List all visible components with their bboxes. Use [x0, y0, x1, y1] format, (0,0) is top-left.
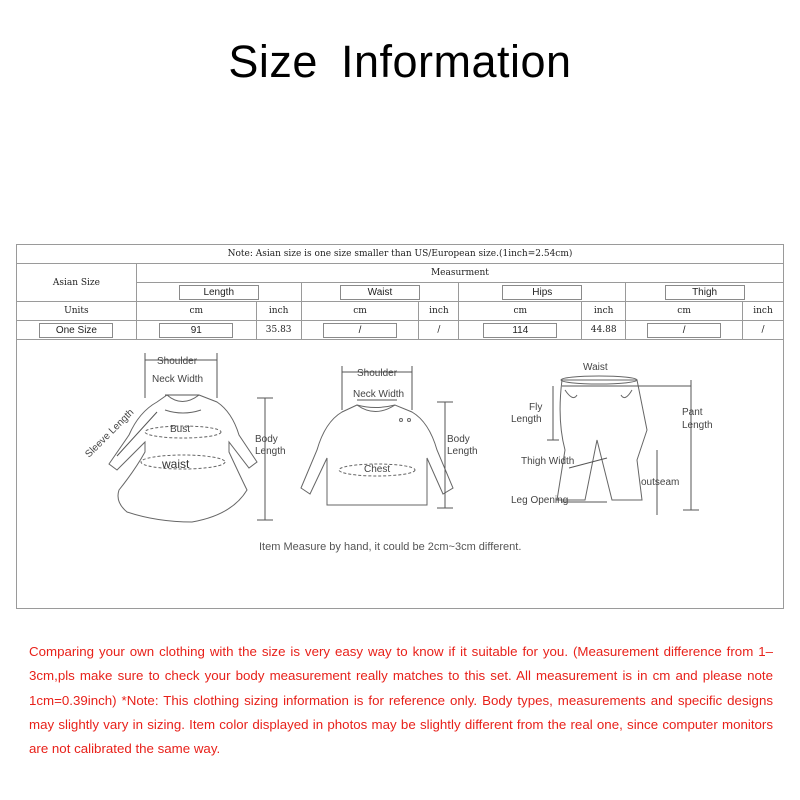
- pants-outline: [556, 375, 648, 501]
- waist-inch-value: /: [418, 320, 460, 340]
- sweater-outline: [300, 404, 454, 506]
- length-cm-value: 91: [159, 322, 234, 338]
- unit-cell: cm: [135, 301, 257, 321]
- units-label: Units: [16, 301, 137, 321]
- sweater-neck-width-label: Neck Width: [353, 389, 404, 400]
- size-value: One Size: [39, 322, 114, 338]
- thigh-label: Thigh: [664, 284, 745, 300]
- sweater-body-label: Body: [447, 434, 470, 445]
- dress-shoulder-label: Shoulder: [157, 356, 198, 367]
- dress-bust-label: Bust: [170, 424, 190, 435]
- sweater-shoulder-label: Shoulder: [357, 368, 398, 379]
- size-cell: One Size: [16, 320, 137, 340]
- waist-header: Waist: [300, 282, 460, 302]
- thigh-header: Thigh: [625, 282, 784, 302]
- sweater-chest-label: Chest: [364, 464, 390, 475]
- asian-size-header: Asian Size: [16, 263, 137, 302]
- dress-length-label: Length: [255, 446, 286, 457]
- thigh-cm-value: /: [647, 322, 722, 338]
- dress-body-label: Body: [255, 434, 278, 445]
- pants-pant-label: Pant: [682, 407, 703, 418]
- unit-cell: inch: [255, 301, 302, 321]
- unit-cell: inch: [581, 301, 627, 321]
- units-row: Units cm inch cm inch cm inch cm inch: [16, 301, 784, 321]
- value-cell: 91: [135, 320, 257, 340]
- pants-waist-label: Waist: [583, 362, 608, 373]
- hips-label: Hips: [502, 284, 583, 300]
- pants-leg-opening-label: Leg Opening: [511, 495, 568, 506]
- diagram-svg: Shoulder Neck Width Sleeve Length Bust w…: [83, 353, 713, 553]
- length-header: Length: [135, 282, 302, 302]
- page-title: Size Information: [228, 36, 572, 87]
- waist-label: Waist: [340, 284, 420, 300]
- value-cell: /: [300, 320, 420, 340]
- value-cell: /: [625, 320, 743, 340]
- pants-thigh-width-label: Thigh Width: [521, 456, 574, 467]
- pants-fly-length-label: Length: [511, 414, 542, 425]
- size-note: Note: Asian size is one size smaller tha…: [16, 244, 784, 264]
- pants-pant-length-label: Length: [682, 420, 713, 431]
- diagram-caption: Item Measure by hand, it could be 2cm~3c…: [259, 541, 521, 553]
- length-label: Length: [178, 284, 259, 300]
- measurement-diagram: Shoulder Neck Width Sleeve Length Bust w…: [16, 340, 784, 609]
- disclaimer-text: Comparing your own clothing with the siz…: [29, 644, 773, 757]
- length-inch-value: 35.83: [255, 320, 302, 340]
- hips-cm-value: 114: [483, 322, 558, 338]
- hips-inch-value: 44.88: [581, 320, 627, 340]
- thigh-inch-value: /: [742, 320, 784, 340]
- waist-cm-value: /: [323, 322, 398, 338]
- dress-waist-label: waist: [161, 457, 190, 471]
- dress-outline: [108, 394, 258, 523]
- pants-outseam-label: outseam: [641, 477, 679, 488]
- dress-neck-width-label: Neck Width: [152, 374, 203, 385]
- dress-sleeve-length-label: Sleeve Length: [83, 407, 136, 460]
- hips-header: Hips: [458, 282, 627, 302]
- table-row: One Size 91 35.83 / / 114 44.88 / /: [16, 320, 784, 340]
- value-cell: 114: [458, 320, 583, 340]
- unit-cell: cm: [625, 301, 743, 321]
- pants-fly-label: Fly: [529, 402, 542, 413]
- unit-cell: inch: [418, 301, 460, 321]
- measurement-header: Measurment: [135, 263, 785, 283]
- size-table: Note: Asian size is one size smaller tha…: [16, 244, 785, 340]
- sweater-length-label: Length: [447, 446, 478, 457]
- unit-cell: cm: [300, 301, 420, 321]
- unit-cell: cm: [458, 301, 583, 321]
- unit-cell: inch: [742, 301, 784, 321]
